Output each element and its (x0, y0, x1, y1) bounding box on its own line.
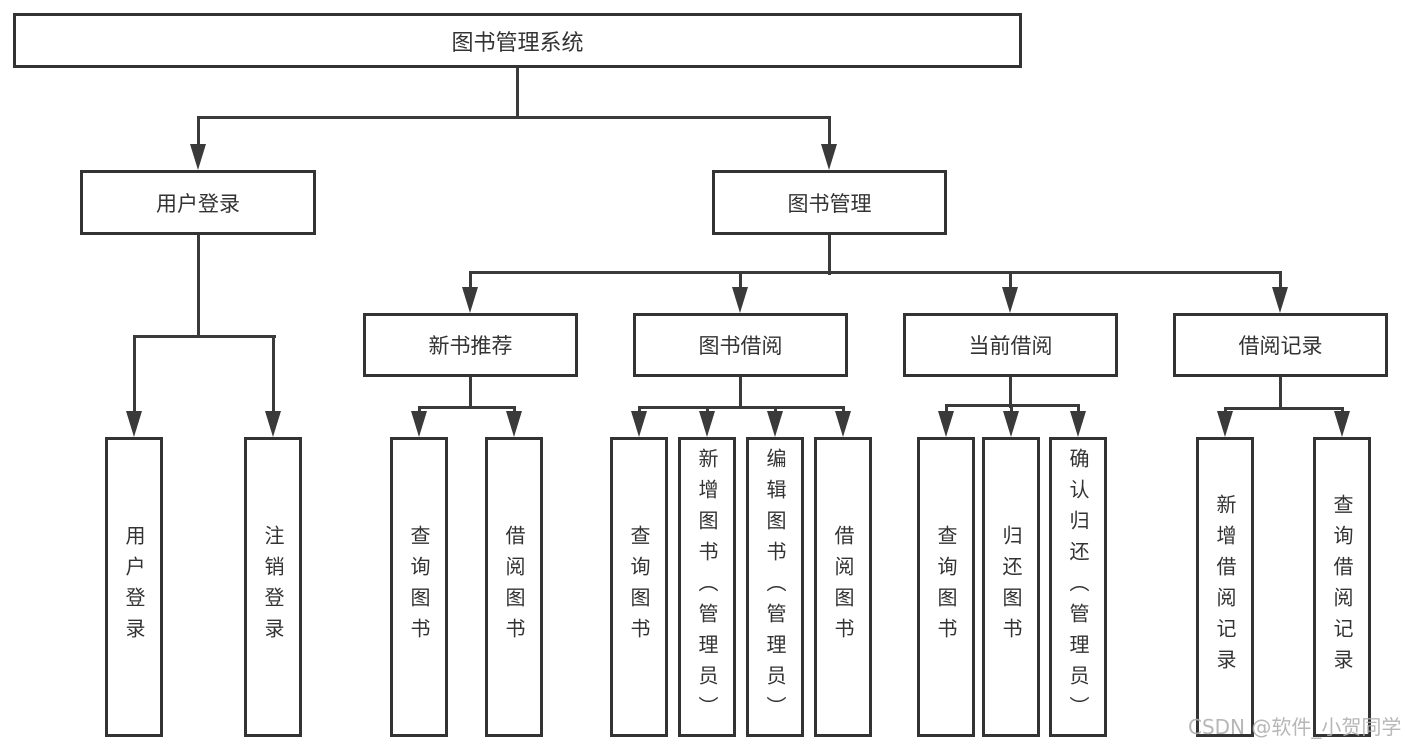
node-borrowing-records: 借阅记录 (1173, 313, 1388, 377)
connector-line (637, 406, 845, 409)
connector-line (196, 116, 200, 150)
leaf-confirm-return-admin: 确认归还（管理员） (1049, 437, 1107, 737)
arrow-down-icon (1002, 287, 1018, 313)
node-library-management-system: 图书管理系统 (13, 13, 1022, 68)
arrow-down-icon (1070, 411, 1086, 437)
leaf-edit-book-admin: 编辑图书（管理员） (746, 437, 804, 737)
connector-line (1008, 271, 1012, 293)
connector-line (738, 271, 742, 293)
arrow-down-icon (631, 411, 647, 437)
arrow-down-icon (462, 287, 478, 313)
connector-line (1278, 271, 1282, 293)
arrow-down-icon (1272, 287, 1288, 313)
arrow-down-icon (1003, 411, 1019, 437)
connector-line (827, 233, 831, 275)
csdn-watermark: CSDN @软件_小贺同学 (1188, 715, 1402, 739)
leaf-query-books-borrowing: 查询图书 (610, 437, 668, 737)
arrow-down-icon (732, 287, 748, 313)
connector-line (196, 234, 200, 338)
arrow-down-icon (506, 411, 522, 437)
connector-line (468, 271, 1282, 274)
arrow-down-icon (1217, 411, 1233, 437)
connector-line (271, 335, 275, 415)
arrow-down-icon (767, 411, 783, 437)
leaf-logout: 注销登录 (244, 437, 302, 737)
arrow-down-icon (411, 411, 427, 437)
leaf-add-borrow-record: 新增借阅记录 (1196, 437, 1254, 737)
arrow-down-icon (938, 411, 954, 437)
arrow-down-icon (821, 144, 837, 170)
connector-line (738, 376, 742, 409)
leaf-user-login: 用户登录 (105, 437, 163, 737)
arrow-down-icon (265, 411, 281, 437)
connector-line (1223, 407, 1344, 410)
connector-line (468, 376, 472, 409)
connector-line (1008, 376, 1012, 408)
arrow-down-icon (126, 411, 142, 437)
arrow-down-icon (1334, 411, 1350, 437)
leaf-query-books-current: 查询图书 (917, 437, 975, 737)
connector-line (468, 271, 472, 293)
node-book-management: 图书管理 (712, 170, 947, 235)
arrow-down-icon (835, 411, 851, 437)
connector-line (196, 116, 831, 119)
connector-line (132, 335, 136, 415)
leaf-return-book: 归还图书 (982, 437, 1040, 737)
connector-line (132, 335, 276, 338)
connector-line (417, 406, 516, 409)
connector-line (515, 68, 519, 119)
node-book-borrowing: 图书借阅 (633, 313, 848, 377)
leaf-borrow-books-recommend: 借阅图书 (485, 437, 543, 737)
connector-line (827, 116, 831, 150)
leaf-borrow-books-borrowing: 借阅图书 (814, 437, 872, 737)
connector-line (1278, 376, 1282, 410)
node-new-book-recommend: 新书推荐 (363, 313, 578, 377)
leaf-add-book-admin: 新增图书（管理员） (678, 437, 736, 737)
node-current-borrowing: 当前借阅 (903, 313, 1118, 377)
node-user-login: 用户登录 (80, 170, 316, 235)
arrow-down-icon (190, 144, 206, 170)
leaf-query-borrow-record: 查询借阅记录 (1313, 437, 1371, 737)
arrow-down-icon (699, 411, 715, 437)
leaf-query-books-recommend: 查询图书 (390, 437, 448, 737)
